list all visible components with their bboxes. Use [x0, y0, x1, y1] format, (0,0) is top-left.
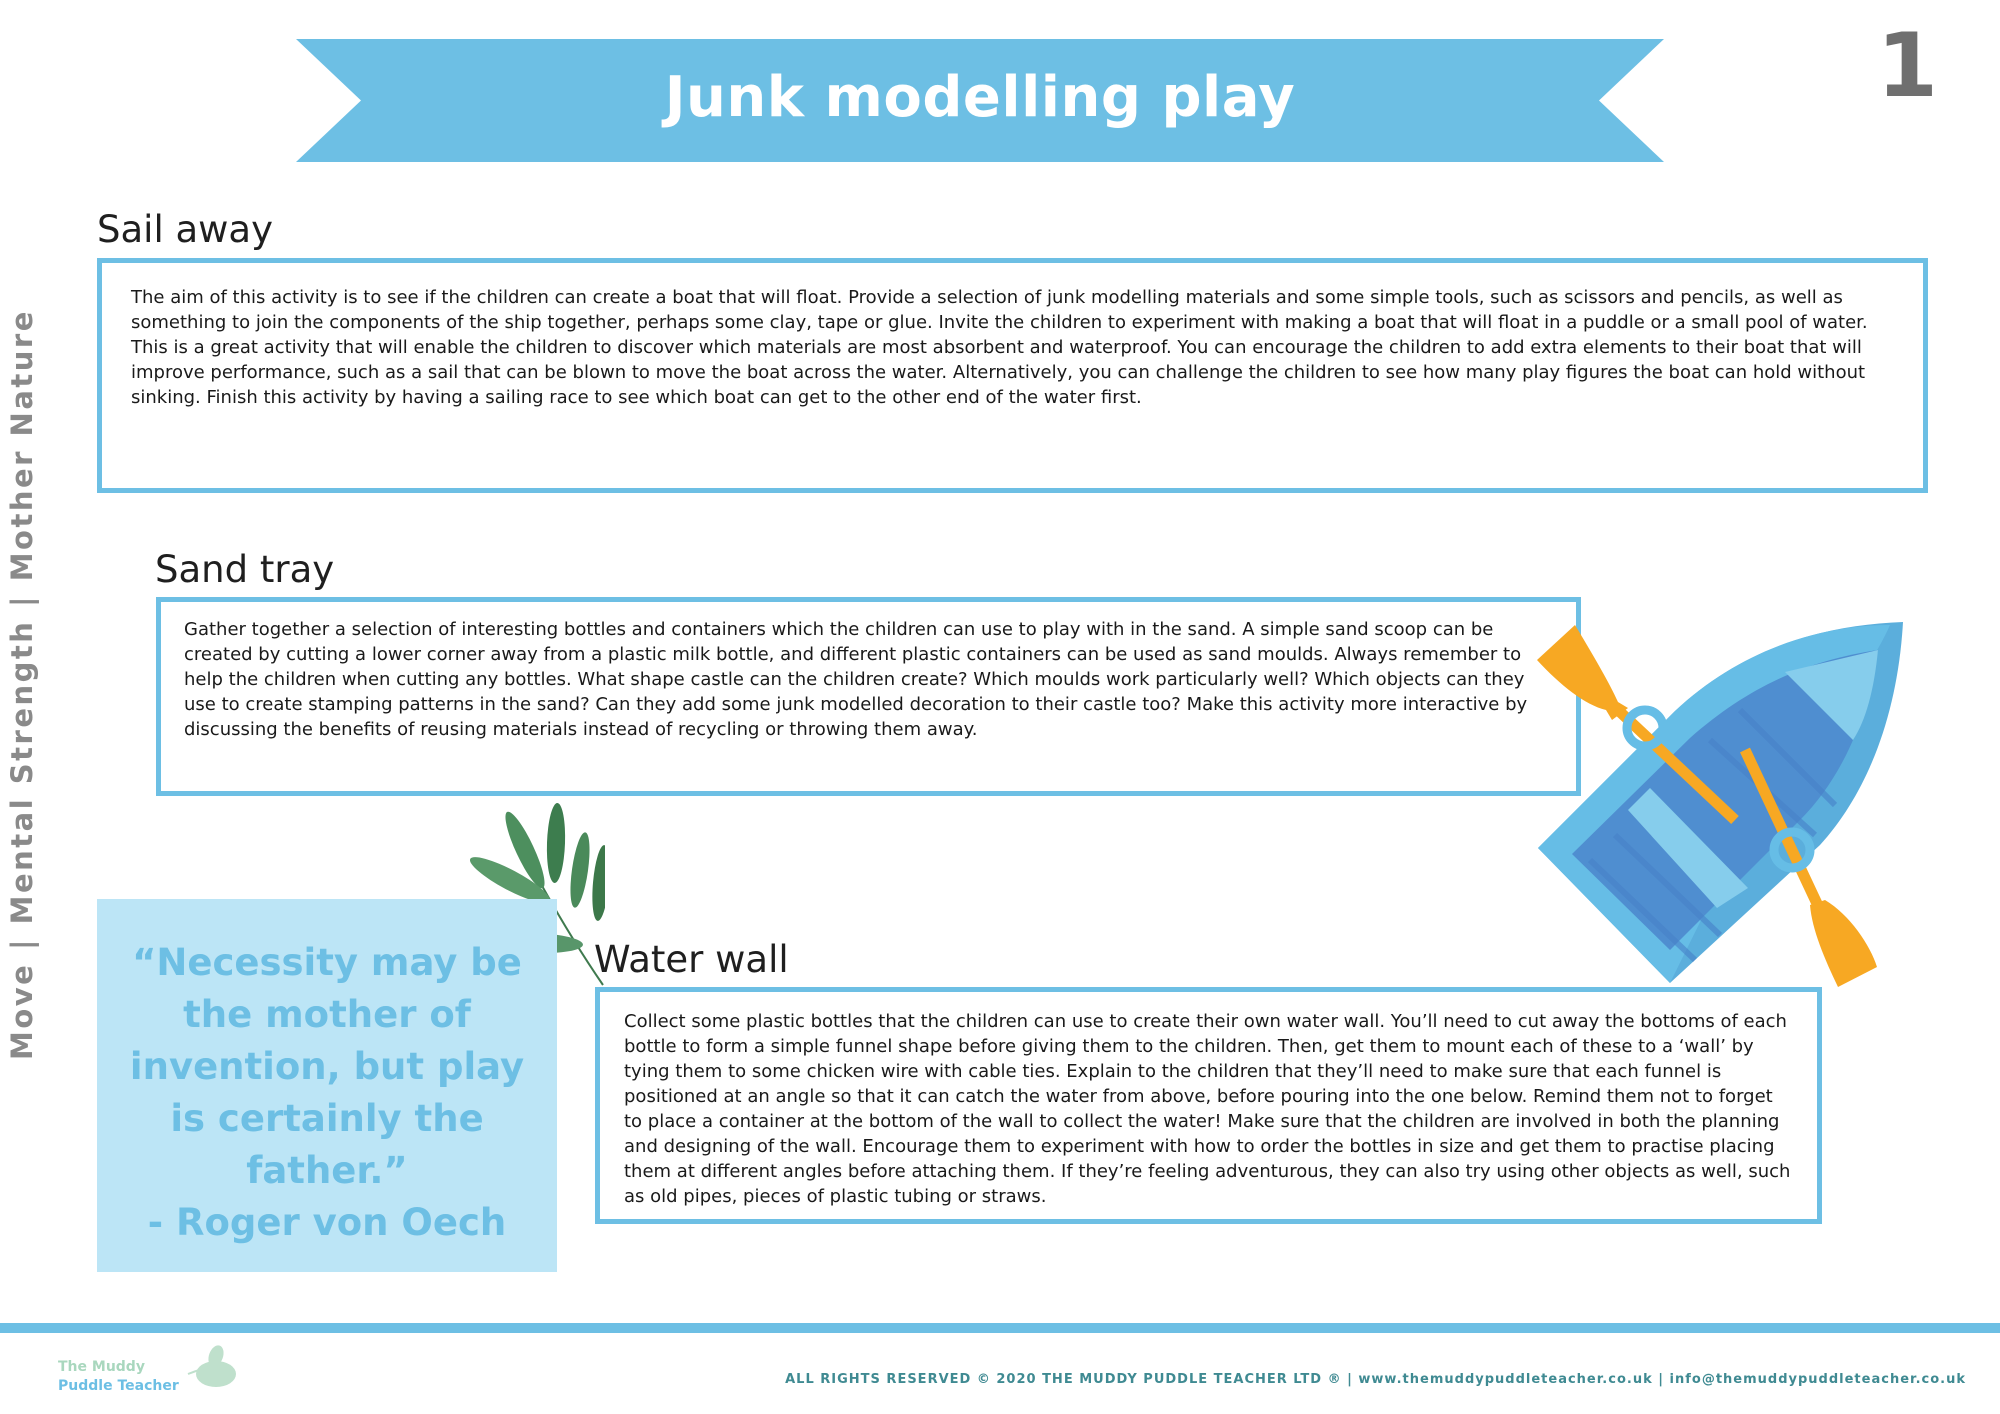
section-heading-water-wall: Water wall	[594, 938, 789, 981]
section-box-sail-away: The aim of this activity is to see if th…	[97, 258, 1928, 493]
section-body-water-wall: Collect some plastic bottles that the ch…	[624, 1011, 1791, 1207]
section-box-water-wall: Collect some plastic bottles that the ch…	[595, 987, 1822, 1224]
title-banner: Junk modelling play	[296, 39, 1664, 162]
ribbon-shape	[296, 39, 1664, 162]
section-heading-sail-away: Sail away	[97, 208, 273, 251]
quote-author: - Roger von Oech	[147, 1201, 507, 1244]
rowing-boat-illustration	[1537, 622, 1903, 987]
quote-text: “Necessity may be the mother of inventio…	[129, 941, 525, 1192]
footer-divider	[0, 1323, 2000, 1333]
footer-copyright: ALL RIGHTS RESERVED © 2020 THE MUDDY PUD…	[785, 1372, 1966, 1387]
quote-box: “Necessity may be the mother of inventio…	[97, 899, 557, 1272]
logo-text-line2: Puddle Teacher	[58, 1378, 179, 1394]
section-body-sand-tray: Gather together a selection of interesti…	[184, 619, 1528, 740]
side-label: Move | Mental Strength | Mother Nature	[5, 309, 39, 1060]
page-number: 1	[1876, 14, 1938, 117]
logo-text-line1: The Muddy	[58, 1359, 145, 1375]
section-heading-sand-tray: Sand tray	[155, 548, 335, 591]
quote-text-wrapper: “Necessity may be the mother of inventio…	[97, 937, 557, 1249]
muddy-puddle-leaf-logo	[187, 1345, 236, 1387]
section-box-sand-tray: Gather together a selection of interesti…	[156, 597, 1581, 796]
muddy-puddle-logo: The Muddy Puddle Teacher	[56, 1342, 236, 1402]
page-title: Junk modelling play	[664, 65, 1296, 130]
section-body-sail-away: The aim of this activity is to see if th…	[131, 287, 1868, 408]
